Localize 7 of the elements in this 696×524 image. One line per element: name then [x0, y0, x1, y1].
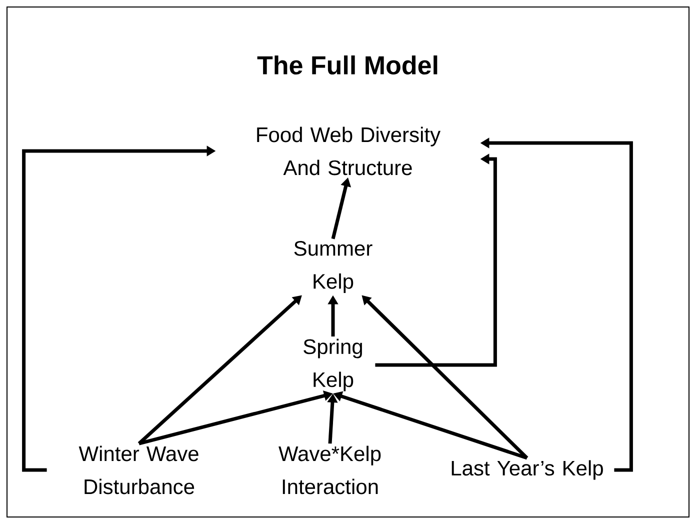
node-label: Summer Kelp: [294, 240, 372, 293]
node-label: Winter Wave Disturbance: [78, 446, 198, 494]
node-label: Spring Kelp: [304, 338, 362, 392]
node-label: Last Year’s Kelp: [452, 460, 603, 480]
node-label: Wave*Kelp Interaction: [278, 446, 381, 494]
node-label: Food Web Diversity And Structure: [257, 126, 441, 176]
title: The Full Model: [257, 55, 438, 75]
